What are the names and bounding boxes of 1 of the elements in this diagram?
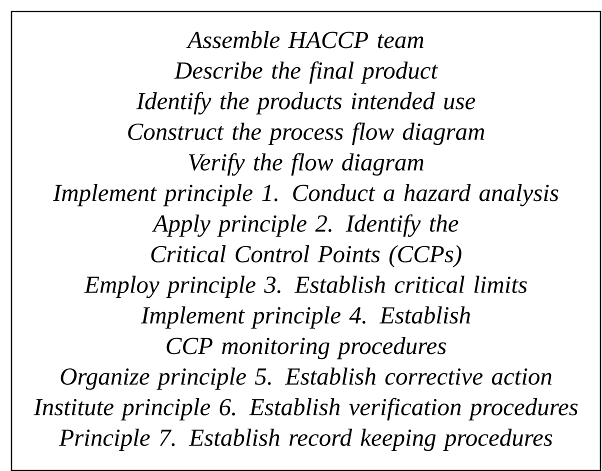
text-box: Assemble HACCP team Describe the final product Identify the products intended use Construct the process flow diagram Verify the flow diagram Implement principle 1. Conduct a hazard analysis Apply principle 2. Identify the Critical Control Points (CCPs) Employ principle 3. Establish critical limits Implement principle 4. Establish CCP monitoring procedures Organize principle 5. Establish corrective action Institute principle 6. Establish verification procedures Principle 7. Establish record keeping procedures: [10, 10, 602, 471]
